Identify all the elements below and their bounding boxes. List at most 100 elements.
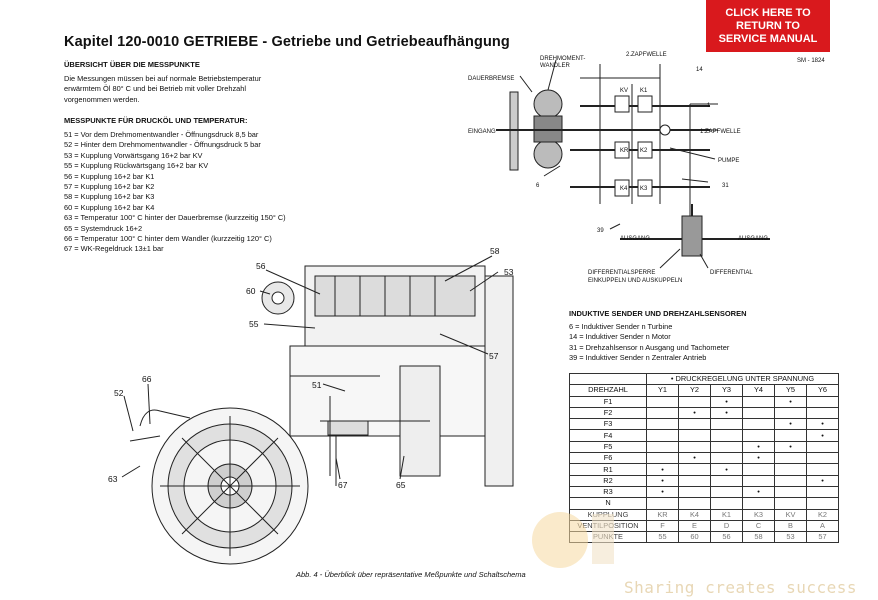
table-cell [742,395,775,408]
table-cell [710,440,743,454]
watermark-logo [532,512,614,568]
table-group-header: • DRUCKREGELUNG UNTER SPANNUNG [646,372,839,386]
table-column-header-row: DREHZAHL Y1 Y2 Y3 Y4 Y5 Y6 [569,384,839,397]
table-cell [774,452,807,465]
table-row: F5•• [569,440,839,454]
table-row-label: R3 [569,485,647,499]
table-cell [646,497,679,510]
table-cell [646,429,679,442]
measure-points-list: 51 = Vor dem Drehmomentwandler - Öffnung… [64,130,354,255]
shift-schematic-diagram: DAUERBREMSE DREHMOMENT- WANDLER 2.ZAPFWE… [468,52,770,284]
callout-66: 66 [142,374,152,384]
callout-57: 57 [489,351,499,361]
table-cell: • [646,463,679,476]
table-cell: • [806,429,839,442]
table-cell: C [742,519,775,533]
callout-51: 51 [312,380,322,390]
table-cell [774,497,807,510]
table-cell: • [806,474,839,487]
table-cell: 53 [774,531,807,544]
table-row: R3•• [569,485,839,499]
table-cell [678,497,711,510]
table-cell: • [678,452,711,465]
table-cell [742,406,775,420]
table-cell [742,463,775,476]
table-row-label: F3 [569,418,647,431]
sensor-item: 14 = Induktiver Sender n Motor [569,332,671,342]
label-14: 14 [696,67,703,73]
label-k4: K4 [620,186,628,192]
table-cell [774,463,807,476]
table-cell: 57 [806,531,839,544]
table-cell: B [774,519,807,533]
table-row-label: F6 [569,452,647,465]
label-k1: K1 [640,88,648,94]
sensor-item: 31 = Drehzahlsensor n Ausgang und Tachom… [569,342,730,352]
table-cell: E [678,519,711,533]
table-cell [710,429,743,442]
measure-points-heading: MESSPUNKTE FÜR DRUCKÖL UND TEMPERATUR: [64,116,248,125]
table-cell [742,474,775,487]
table-cell [806,395,839,408]
table-cell: A [806,519,839,533]
callout-52: 52 [114,388,124,398]
table-group-header-row: • DRUCKREGELUNG UNTER SPANNUNG [569,372,839,386]
table-column-header: Y6 [806,384,839,397]
sm-code: SM - 1824 [797,58,825,64]
table-cell: • [774,418,807,431]
table-cell: • [710,395,743,408]
label-1: 1 [707,103,711,109]
table-body: F1••F2••F3••F4•F5••F6••R1••R2••R3••NKUPP… [569,395,839,544]
sensors-list: 6 = Induktiver Sender n Turbine 14 = Ind… [569,322,729,364]
table-cell [710,485,743,499]
overview-line: vorgenommen werden. [64,94,140,104]
table-cell [710,452,743,465]
table-column-header: Y5 [774,384,807,397]
label-differential: DIFFERENTIAL [710,270,753,276]
label-wandler-1: DREHMOMENT- [540,56,585,62]
table-cell: 60 [678,531,711,544]
label-pumpe: PUMPE [718,158,739,164]
table-cell: • [774,395,807,408]
table-cell: KR [646,508,679,521]
table-row: R1•• [569,463,839,476]
measure-point-item: 51 = Vor dem Drehmomentwandler - Öffnung… [64,130,259,139]
table-cell: F [646,519,679,533]
table-cell [806,452,839,465]
table-row-label: F1 [569,395,647,408]
table-cell [646,395,679,408]
table-cell [774,474,807,487]
table-row: F1 • • [569,395,839,408]
callout-56: 56 [256,261,266,271]
table-cell: • [678,406,711,420]
table-cell: K2 [806,508,839,521]
table-cell [710,474,743,487]
table-cell [678,395,711,408]
table-column-header: Y4 [742,384,775,397]
table-blank-cell [569,372,647,386]
label-kr: KR [620,148,629,154]
label-6: 6 [536,183,540,189]
table-column-header: Y3 [710,384,743,397]
label-k3: K3 [640,186,648,192]
measure-point-item: 63 = Temperatur 100° C hinter der Dauerb… [64,213,286,223]
label-zapfwelle-1: 1.ZAPFWELLE [700,129,741,135]
label-kv: KV [620,88,628,94]
table-cell [678,463,711,476]
table-cell: K4 [678,508,711,521]
return-to-service-manual-button[interactable]: CLICK HERE TO RETURN TO SERVICE MANUAL [706,0,830,52]
label-diffsperre-2: EINKUPPELN UND AUSKUPPELN [588,278,682,284]
table-row-label: F2 [569,406,647,420]
table-cell [806,406,839,420]
table-cell: • [710,463,743,476]
callout-65: 65 [396,480,406,490]
table-cell: K3 [742,508,775,521]
table-row: F4• [569,429,839,442]
label-k2: K2 [640,148,648,154]
table-cell [678,418,711,431]
measure-point-item: 57 = Kupplung 16+2 bar K2 [64,182,155,192]
table-cell [774,485,807,499]
table-cell: • [774,440,807,454]
table-cell [742,497,775,510]
table-row: F2•• [569,406,839,420]
